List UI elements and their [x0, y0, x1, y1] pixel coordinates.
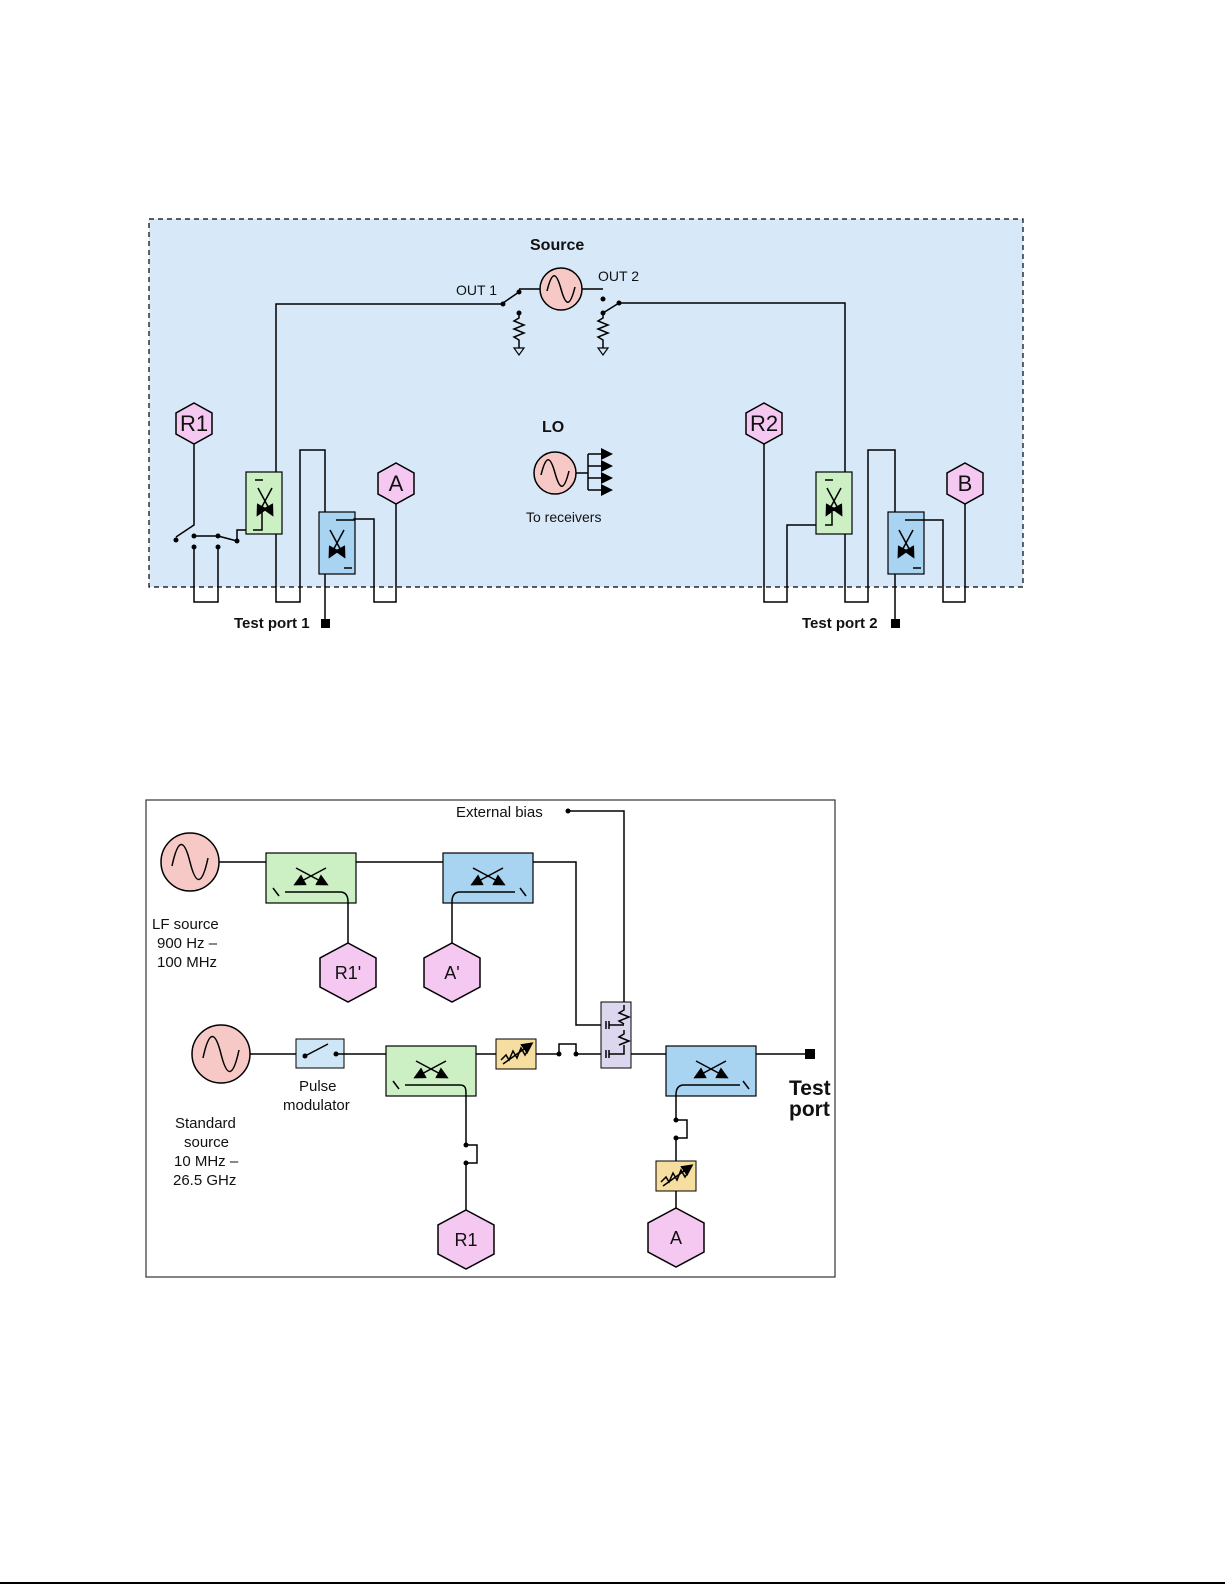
receiver-b-top: B [947, 463, 983, 504]
lf-source-oscillator-icon [161, 833, 219, 891]
svg-text:B: B [958, 471, 973, 496]
test-port-connector [805, 1049, 815, 1059]
test-port-2-connector [891, 619, 900, 628]
standard-source-label-4: 26.5 GHz [173, 1172, 236, 1189]
source-oscillator-icon [540, 268, 582, 310]
receiver-r2: R2 [746, 403, 782, 444]
test-port-1-connector [321, 619, 330, 628]
svg-text:R1: R1 [180, 411, 208, 436]
standard-source-label-3: 10 MHz – [174, 1153, 239, 1170]
pulse-modulator-label-1: Pulse [299, 1078, 337, 1095]
bottom-diagram: External bias LF source 900 Hz – 100 MHz… [146, 800, 835, 1277]
page-footer-rule [0, 1582, 1225, 1584]
lf-source-label-2: 900 Hz – [157, 935, 218, 952]
coupler-green-port1 [246, 472, 282, 534]
coupler-green-port2 [816, 472, 852, 534]
standard-source-oscillator-icon [192, 1025, 250, 1083]
lo-label: LO [542, 419, 564, 436]
test-port-2-label: Test port 2 [802, 615, 878, 632]
test-port-label-2: port [789, 1098, 830, 1121]
top-diagram: Source OUT 1 OUT 2 [149, 219, 1023, 632]
lf-source-label-3: 100 MHz [157, 954, 217, 971]
svg-text:A: A [670, 1228, 682, 1248]
svg-text:A': A' [444, 963, 459, 983]
svg-text:R1: R1 [454, 1230, 477, 1250]
lo-caption: To receivers [526, 509, 601, 525]
out2-label: OUT 2 [598, 268, 639, 284]
standard-source-label-2: source [184, 1134, 229, 1151]
svg-text:R2: R2 [750, 411, 778, 436]
source-label: Source [530, 237, 584, 254]
test-port-label-1: Test [789, 1077, 831, 1100]
standard-source-label-1: Standard [175, 1115, 236, 1132]
svg-text:R1': R1' [335, 963, 361, 983]
receiver-r1: R1 [176, 403, 212, 444]
step-attenuator-2-icon [656, 1161, 696, 1191]
receiver-a-top: A [378, 463, 414, 504]
external-bias-label: External bias [456, 804, 543, 821]
test-port-1-label: Test port 1 [234, 615, 310, 632]
svg-text:A: A [389, 471, 404, 496]
bias-tee-icon [601, 1002, 631, 1068]
step-attenuator-1-icon [496, 1039, 536, 1069]
pulse-modulator-label-2: modulator [283, 1097, 350, 1114]
lf-source-label-1: LF source [152, 916, 219, 933]
out1-label: OUT 1 [456, 282, 497, 298]
